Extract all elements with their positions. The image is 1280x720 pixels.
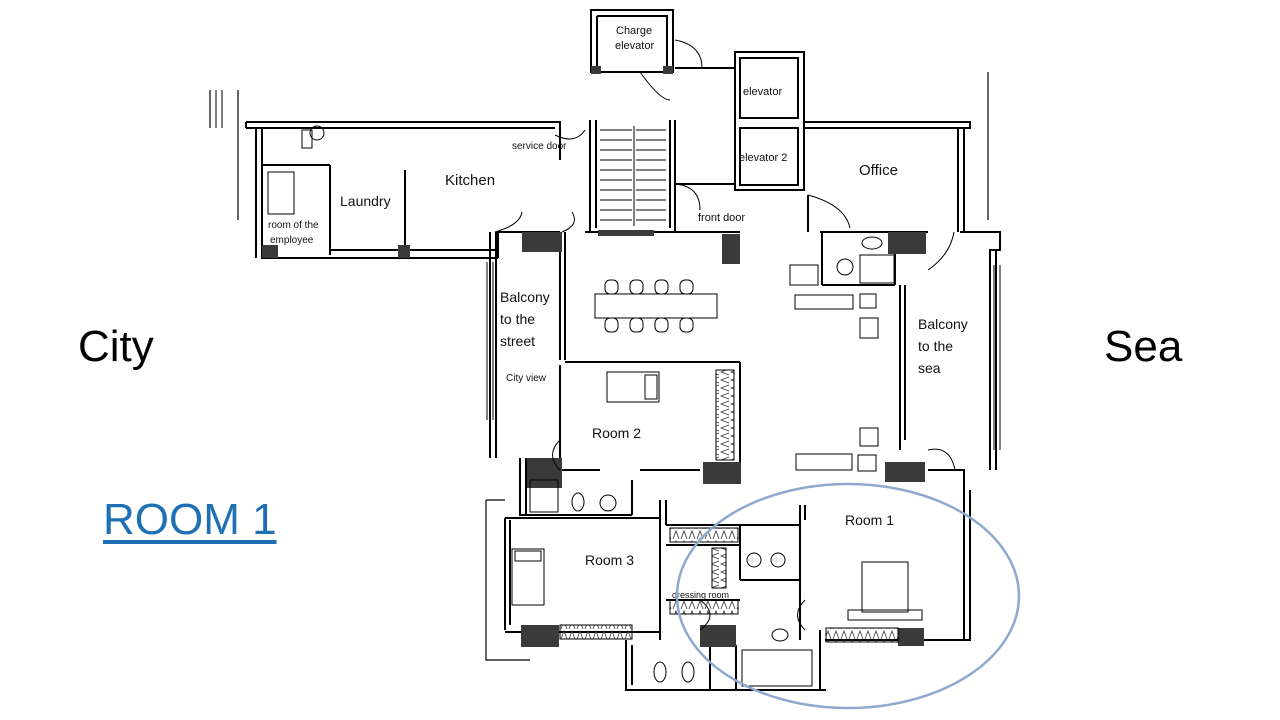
balcony-street-label: Balcony xyxy=(500,289,550,305)
columns xyxy=(262,66,926,647)
service-door-label: service door xyxy=(512,141,567,152)
balcony-sea-label-3: sea xyxy=(918,360,941,376)
kitchen-label: Kitchen xyxy=(445,172,495,189)
sea-label: Sea xyxy=(1104,322,1183,371)
balcony-sea-label-2: to the xyxy=(918,338,953,354)
balcony-sea-label: Balcony xyxy=(918,316,968,332)
walls xyxy=(209,9,1001,691)
front-door-label: front door xyxy=(698,212,745,224)
employee-room-label-2: employee xyxy=(270,235,314,246)
furniture xyxy=(267,125,923,687)
office-label: Office xyxy=(859,162,898,179)
room1-highlight-ellipse xyxy=(675,482,1021,710)
balcony-street-label-2: to the xyxy=(500,311,535,327)
dressing-room-label: dressing room xyxy=(672,590,729,600)
elevator-label: elevator xyxy=(743,86,782,98)
employee-room-label: room of the xyxy=(268,220,319,231)
room3-label: Room 3 xyxy=(585,552,634,568)
room2-label: Room 2 xyxy=(592,425,641,441)
city-view-label: City view xyxy=(506,373,547,384)
charge-elevator-label: Charge xyxy=(616,25,652,37)
room1-label: Room 1 xyxy=(845,512,894,528)
windows xyxy=(209,90,1001,450)
city-label: City xyxy=(78,322,154,371)
room-labels: Charge elevator elevator elevator 2 serv… xyxy=(268,25,968,600)
room1-link[interactable]: ROOM 1 xyxy=(103,495,277,544)
stairs xyxy=(600,126,666,226)
balcony-street-label-3: street xyxy=(500,333,535,349)
dining-chairs xyxy=(604,279,694,333)
elevator2-label: elevator 2 xyxy=(739,152,787,164)
laundry-label: Laundry xyxy=(340,193,391,209)
charge-elevator-label-2: elevator xyxy=(615,40,654,52)
